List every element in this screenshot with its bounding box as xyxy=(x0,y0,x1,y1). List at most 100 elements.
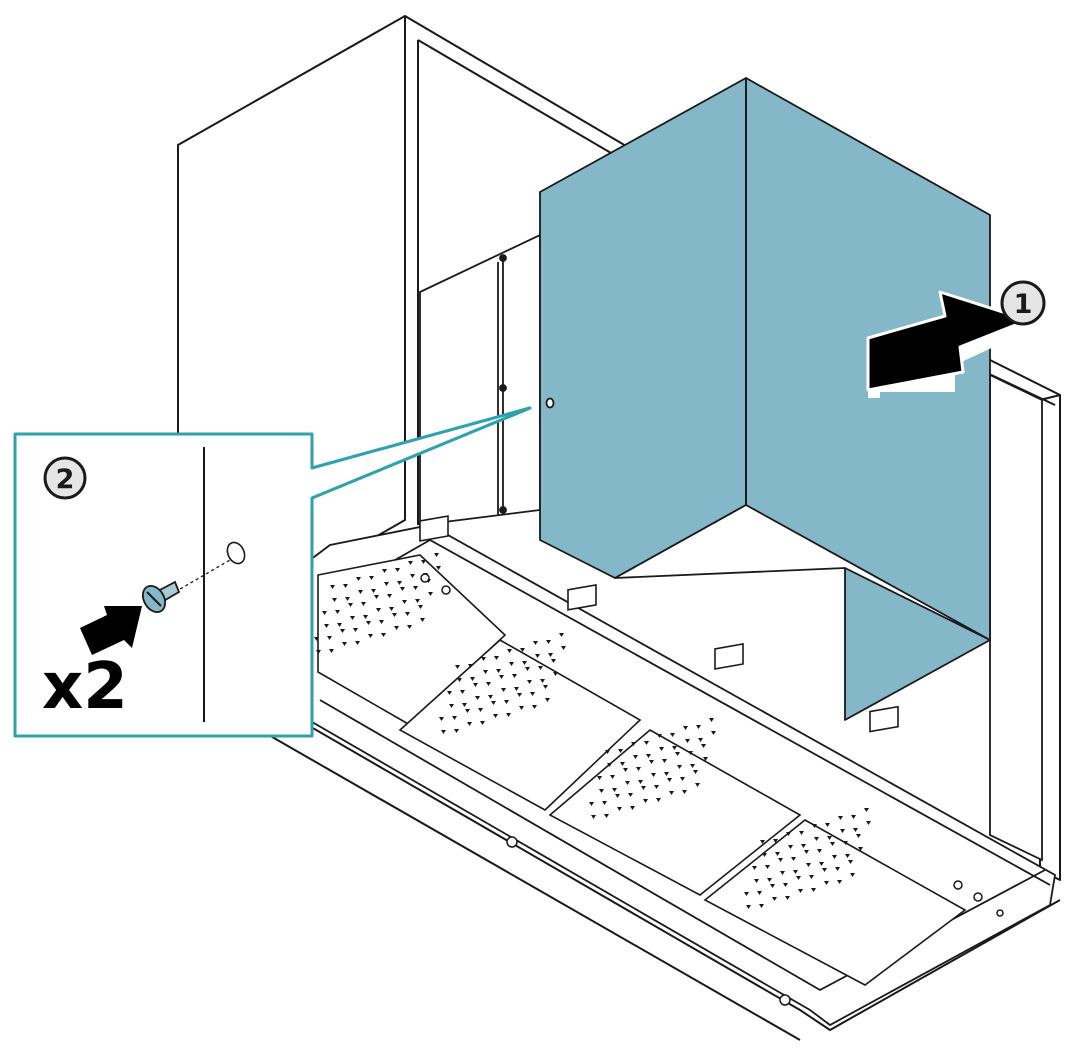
perforation-dot xyxy=(454,729,459,733)
perforation-dot xyxy=(599,789,604,793)
perforation-dot xyxy=(361,602,366,606)
perforation-dot xyxy=(827,836,832,840)
step-2-number: 2 xyxy=(56,464,75,495)
perforation-dot xyxy=(667,778,672,782)
perforation-dot xyxy=(350,616,355,620)
perforation-dot xyxy=(703,757,708,761)
cabinet-base-inner xyxy=(259,729,801,1041)
perforation-dot xyxy=(551,659,556,663)
perforation-dot xyxy=(363,615,368,619)
perforation-dot xyxy=(682,790,687,794)
perforation-dot xyxy=(434,553,439,557)
perforation-dot xyxy=(366,621,371,625)
interior-wall xyxy=(419,233,541,527)
filter-pad-4 xyxy=(703,819,967,986)
perforation-dot xyxy=(864,808,869,812)
perforation-dot xyxy=(817,849,822,853)
perforation-dot xyxy=(540,679,545,683)
perforation-dot xyxy=(630,806,635,810)
perforation-dot xyxy=(644,741,649,745)
perforation-dot xyxy=(457,678,462,682)
panel-screw-hole xyxy=(545,397,555,409)
perforation-dot xyxy=(709,718,714,722)
perforation-dot xyxy=(527,680,532,684)
perforation-dot xyxy=(785,896,790,900)
perforation-dot xyxy=(504,700,509,704)
perforation-dot xyxy=(376,608,381,612)
perforation-dot xyxy=(392,613,397,617)
perforation-dot xyxy=(494,656,499,660)
perforation-dot xyxy=(835,867,840,871)
perforation-dot xyxy=(685,739,690,743)
perforation-dot xyxy=(811,888,816,892)
perforation-dot xyxy=(696,725,701,729)
perforation-dot xyxy=(473,683,478,687)
perforation-dot xyxy=(488,695,493,699)
perforation-dot xyxy=(408,561,413,565)
perforation-dot xyxy=(322,611,327,615)
step-1-number: 1 xyxy=(1014,289,1033,320)
perforation-dot xyxy=(754,879,759,883)
perforation-dot xyxy=(371,589,376,593)
perforation-dot xyxy=(455,665,460,669)
perforation-dot xyxy=(507,649,512,653)
push-arrow-body xyxy=(866,290,1030,392)
perforation-dot xyxy=(538,666,543,670)
perforation-dot xyxy=(798,889,803,893)
perforation-dot xyxy=(809,875,814,879)
perforation-dot xyxy=(543,685,548,689)
perforation-dot xyxy=(783,883,788,887)
perforation-dot xyxy=(853,828,858,832)
perforation-dot xyxy=(381,633,386,637)
perforation-dot xyxy=(561,646,566,650)
perforation-dot xyxy=(324,624,329,628)
perforation-dot xyxy=(501,688,506,692)
filter-pads xyxy=(317,554,967,986)
perforation-dot xyxy=(506,713,511,717)
perforation-dot xyxy=(788,845,793,849)
perforation-dot xyxy=(493,714,498,718)
tray-lip-inner xyxy=(319,699,1046,992)
perforation-dot xyxy=(793,870,798,874)
perforation-dot xyxy=(394,626,399,630)
perforation-dot xyxy=(591,815,596,819)
latch-2 xyxy=(567,583,597,611)
cabinet-right-post xyxy=(1039,394,1061,881)
perforation-dot xyxy=(405,612,410,616)
insert-arrow-icon xyxy=(80,606,142,655)
perforation-dot xyxy=(382,569,387,573)
perforation-dot xyxy=(633,755,638,759)
perforation-dot xyxy=(329,649,334,653)
perforation-dot xyxy=(677,765,682,769)
perforation-dot xyxy=(701,744,706,748)
perforation-dot xyxy=(533,641,538,645)
side-panel-opening xyxy=(614,504,991,641)
perforation-dot xyxy=(791,857,796,861)
perforation-dot xyxy=(850,873,855,877)
perforation-dot xyxy=(695,783,700,787)
perforation-dot xyxy=(559,633,564,637)
perforation-dot xyxy=(620,762,625,766)
side-panel-left-face xyxy=(539,77,747,579)
perforation-dot xyxy=(664,772,669,776)
perforation-dot xyxy=(840,829,845,833)
perforation-dot xyxy=(470,677,475,681)
perforation-dot xyxy=(866,821,871,825)
perforation-dot xyxy=(439,717,444,721)
perforation-dot xyxy=(690,764,695,768)
perforation-dot xyxy=(342,642,347,646)
perforation-dot xyxy=(467,722,472,726)
perforation-dot xyxy=(514,687,519,691)
perforation-dot xyxy=(618,749,623,753)
perforation-dot xyxy=(468,664,473,668)
perforation-dot xyxy=(525,667,530,671)
perforation-dot xyxy=(662,759,667,763)
perforation-dot xyxy=(804,850,809,854)
perforation-dot xyxy=(675,752,680,756)
perforation-dot xyxy=(744,892,749,896)
perforation-dot xyxy=(452,716,457,720)
perforation-dot xyxy=(480,721,485,725)
perforation-dot xyxy=(483,670,488,674)
perforation-dot xyxy=(757,891,762,895)
perforation-dot xyxy=(348,603,353,607)
